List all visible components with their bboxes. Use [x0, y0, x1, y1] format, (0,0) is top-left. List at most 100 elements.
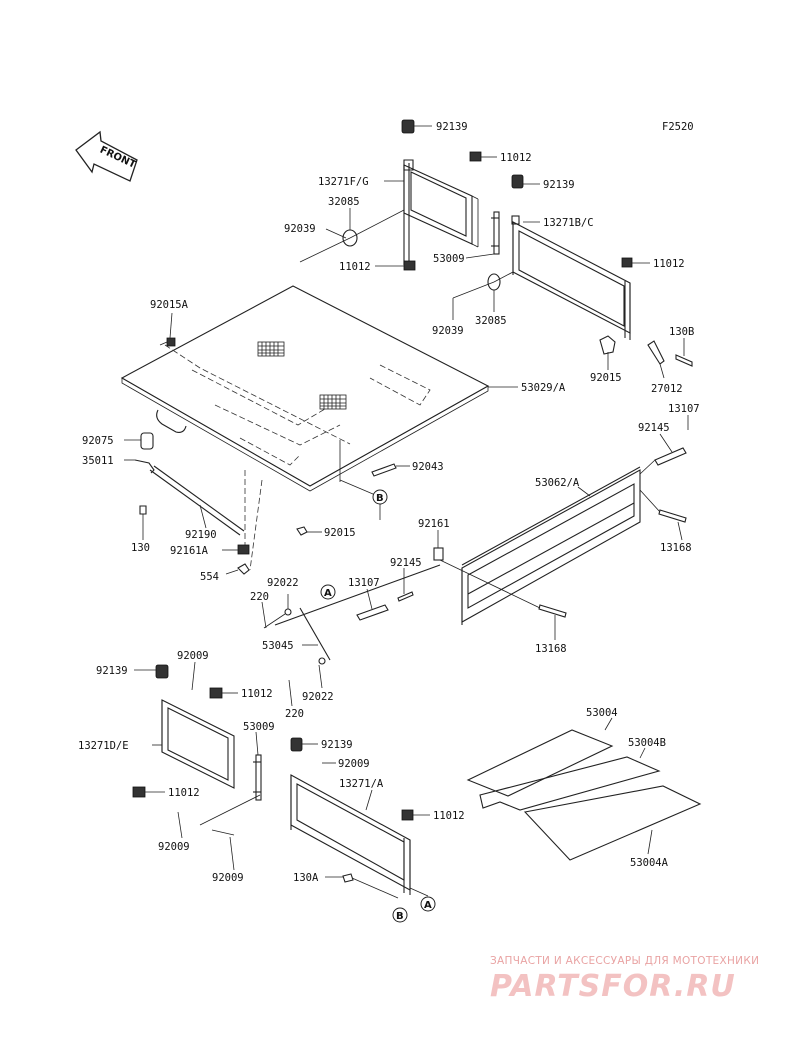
callout-53029a: 53029/A	[521, 382, 566, 394]
callout-220: 220	[250, 591, 269, 603]
ref-a-lower: A	[420, 896, 436, 912]
callout-92022-b: 92022	[302, 691, 334, 703]
callout-92015: 92015	[590, 372, 622, 384]
callout-53004: 53004	[586, 707, 618, 719]
front-arrow-icon: FRONT	[75, 130, 138, 182]
callout-11012-d: 11012	[241, 688, 273, 700]
part-92190	[149, 469, 241, 536]
callout-13107-b: 13107	[348, 577, 380, 589]
callout-13271a: 13271/A	[339, 778, 384, 790]
callout-130: 130	[131, 542, 150, 554]
callout-554: 554	[200, 571, 219, 583]
callout-220-b: 220	[285, 708, 304, 720]
part-130a	[342, 873, 354, 883]
callout-32085: 32085	[328, 196, 360, 208]
callout-92190: 92190	[185, 529, 217, 541]
part-13168-a	[658, 509, 687, 523]
part-92161a	[237, 544, 250, 555]
callout-92009-d: 92009	[212, 872, 244, 884]
callout-53062a: 53062/A	[535, 477, 580, 489]
part-92015-a	[599, 335, 616, 355]
watermark-logo: PARTSFOR.RU	[490, 969, 736, 1004]
part-92139-top	[401, 119, 415, 134]
callout-92009: 92009	[177, 650, 209, 662]
callout-92139-c: 92139	[96, 665, 128, 677]
callout-27012: 27012	[651, 383, 683, 395]
part-130b	[675, 354, 693, 367]
callout-13168-b: 13168	[535, 643, 567, 655]
part-27012	[647, 340, 665, 365]
part-11012-e	[401, 809, 414, 821]
callout-92139-d: 92139	[321, 739, 353, 751]
tailgate-53062a	[461, 466, 641, 625]
side-panel-13271a	[290, 774, 411, 895]
callout-92039: 92039	[284, 223, 316, 235]
side-panel-13271de	[161, 699, 235, 789]
callout-130a: 130A	[293, 872, 319, 884]
part-13107-a	[654, 447, 687, 466]
callout-92039-b: 92039	[432, 325, 464, 337]
callout-53045: 53045	[262, 640, 294, 652]
ref-a-upper-text: A	[324, 588, 332, 599]
part-92139-d	[290, 737, 303, 752]
callout-92145: 92145	[638, 422, 670, 434]
callout-92043: 92043	[412, 461, 444, 473]
callout-92009-c: 92009	[158, 841, 190, 853]
callout-53009-b: 53009	[243, 721, 275, 733]
part-92043	[371, 463, 397, 477]
callout-11012-f: 11012	[168, 787, 200, 799]
part-11012-c	[403, 260, 416, 271]
callout-11012-b: 11012	[653, 258, 685, 270]
callout-53004b: 53004B	[628, 737, 666, 749]
part-130	[139, 505, 147, 515]
callout-92161a: 92161A	[170, 545, 209, 557]
part-11012-a	[469, 151, 482, 162]
callout-92139: 92139	[436, 121, 468, 133]
callout-130b: 130B	[669, 326, 694, 338]
cable-53045	[263, 564, 441, 665]
callout-35011: 35011	[82, 455, 114, 467]
callout-13168: 13168	[660, 542, 692, 554]
callout-11012-c: 11012	[339, 261, 371, 273]
callout-92139-b: 92139	[543, 179, 575, 191]
part-11012-b	[621, 257, 633, 268]
ref-b-upper: B	[372, 489, 388, 520]
callout-13271fg: 13271F/G	[318, 176, 369, 188]
mat-53004b	[479, 756, 661, 811]
ref-a-upper: A	[320, 584, 336, 600]
part-92161	[433, 547, 444, 561]
part-53009-a	[491, 211, 500, 255]
callout-92145-b: 92145	[390, 557, 422, 569]
part-53009-b	[253, 754, 262, 801]
ref-b-lower: B	[392, 907, 408, 923]
callout-11012-e: 11012	[433, 810, 465, 822]
mat-53004a	[523, 785, 702, 861]
callout-92015-b: 92015	[324, 527, 356, 539]
ref-a-lower-text: A	[424, 900, 432, 911]
side-panel-13271bc	[511, 215, 631, 340]
figure-code: F2520	[662, 121, 694, 133]
bed-floor-53029a	[120, 285, 490, 492]
part-92139-b	[511, 174, 524, 189]
callout-13271de: 13271D/E	[78, 740, 129, 752]
callout-13271bc: 13271B/C	[543, 217, 594, 229]
part-92139-c	[155, 664, 169, 679]
callout-92075: 92075	[82, 435, 114, 447]
watermark-tagline: ЗАПЧАСТИ И АКСЕССУАРЫ ДЛЯ МОТОТЕХНИКИ	[490, 955, 759, 967]
mat-53004	[466, 729, 614, 797]
callout-92022: 92022	[267, 577, 299, 589]
part-92015a	[166, 337, 176, 347]
part-92015-b	[296, 526, 308, 536]
part-13107-b	[356, 604, 389, 621]
callout-92009-b: 92009	[338, 758, 370, 770]
callout-92015a: 92015A	[150, 299, 189, 311]
callout-11012: 11012	[500, 152, 532, 164]
part-13168-b	[538, 604, 567, 618]
part-92075	[140, 432, 154, 450]
ref-b-lower-text: B	[396, 911, 404, 922]
side-panel-13271fg	[403, 159, 479, 265]
callout-32085-b: 32085	[475, 315, 507, 327]
part-554	[237, 563, 250, 575]
callout-53004a: 53004A	[630, 857, 669, 869]
